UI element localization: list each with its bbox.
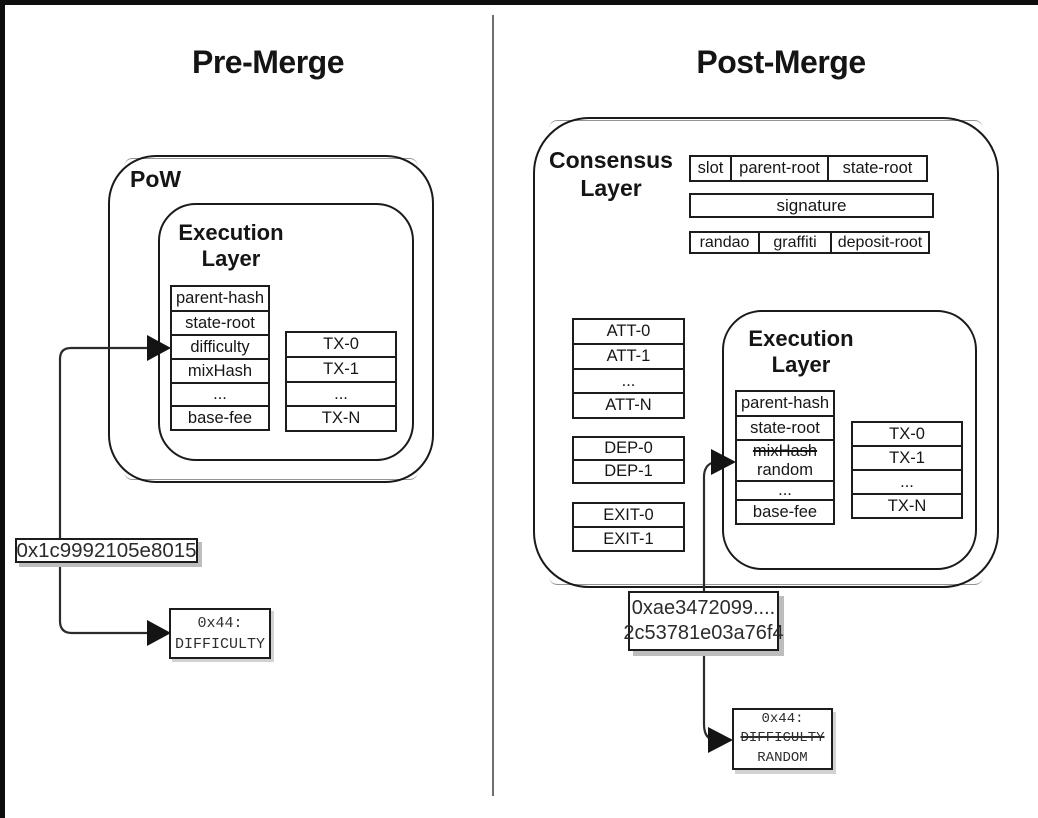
pre-storage-slot-box: 0x44: DIFFICULTY	[169, 608, 271, 659]
deposit-list: DEP-0 DEP-1	[572, 436, 685, 484]
pre-difficulty-hash-box: 0x1c9992105e8015	[15, 538, 198, 563]
beacon-header-row-2: signature	[689, 193, 934, 218]
field-deposit-root: deposit-root	[830, 231, 930, 254]
field-signature: signature	[689, 193, 934, 218]
field-difficulty: difficulty	[170, 334, 270, 360]
consensus-layer-box	[533, 117, 999, 588]
field-parent-hash: parent-hash	[170, 285, 270, 312]
field-mixhash-random: mixHash random	[735, 439, 835, 482]
post-tx-list: TX-0 TX-1 ... TX-N	[851, 421, 963, 519]
tx-item: ...	[851, 469, 963, 495]
left-border-bar	[0, 0, 5, 818]
tx-item: TX-0	[851, 421, 963, 447]
post-execution-layer-box	[722, 310, 977, 570]
post-block-header-fields: parent-hash state-root mixHash random ..…	[735, 390, 835, 525]
post-random-hash-box: 0xae3472099.... 2c53781e03a76f4	[623, 591, 784, 651]
post-merge-title: Post-Merge	[696, 44, 866, 80]
field-parent-root: parent-root	[730, 155, 829, 182]
field-state-root: state-root	[827, 155, 928, 182]
field-parent-hash: parent-hash	[735, 390, 835, 417]
field-base-fee: base-fee	[735, 499, 835, 525]
arrow-icon	[711, 449, 736, 475]
pow-label: PoW	[130, 166, 182, 192]
att-item: ATT-0	[572, 318, 685, 345]
pre-merge-title: Pre-Merge	[192, 44, 345, 80]
field-ellipsis: ...	[735, 480, 835, 501]
att-item: ATT-1	[572, 343, 685, 370]
post-execution-layer-label: Execution Layer	[748, 326, 854, 377]
exit-item: EXIT-1	[572, 526, 685, 552]
exit-item: EXIT-0	[572, 502, 685, 528]
field-mixhash: mixHash	[170, 358, 270, 384]
tx-item: ...	[285, 381, 397, 407]
tx-item: TX-0	[285, 331, 397, 358]
field-random: random	[757, 460, 813, 479]
pre-tx-list: TX-0 TX-1 ... TX-N	[285, 331, 397, 432]
beacon-header-row-3: randao graffiti deposit-root	[689, 231, 930, 254]
tx-item: TX-N	[851, 493, 963, 519]
dep-item: DEP-1	[572, 459, 685, 484]
pow-box	[108, 155, 434, 483]
field-base-fee: base-fee	[170, 405, 270, 431]
storage-value: RANDOM	[757, 749, 808, 766]
field-state-root: state-root	[170, 310, 270, 336]
arrow-icon	[147, 335, 171, 361]
storage-value: DIFFICULTY	[174, 635, 265, 653]
pre-block-header-fields: parent-hash state-root difficulty mixHas…	[170, 285, 270, 431]
field-state-root: state-root	[735, 415, 835, 441]
arrow-icon	[708, 727, 733, 753]
att-item: ...	[572, 368, 685, 394]
att-item: ATT-N	[572, 392, 685, 419]
field-mixhash-struck: mixHash	[752, 442, 818, 460]
tx-item: TX-1	[851, 445, 963, 471]
beacon-header-row-1: slot parent-root state-root	[689, 155, 928, 182]
pre-connector-line	[58, 346, 150, 635]
post-storage-slot-box: 0x44: DIFFICULTY RANDOM	[732, 708, 833, 770]
consensus-layer-label: Consensus Layer	[549, 147, 673, 201]
exit-list: EXIT-0 EXIT-1	[572, 502, 685, 552]
storage-struck-value: DIFFICULTY	[740, 730, 825, 747]
field-graffiti: graffiti	[758, 231, 832, 254]
panel-divider-line	[492, 15, 494, 796]
arrow-icon	[147, 620, 171, 646]
top-border-bar	[0, 0, 1038, 5]
storage-slot: 0x44:	[761, 710, 804, 727]
field-randao: randao	[689, 231, 760, 254]
field-slot: slot	[689, 155, 732, 182]
pre-execution-layer-box	[158, 203, 414, 461]
tx-item: TX-1	[285, 356, 397, 383]
attestation-list: ATT-0 ATT-1 ... ATT-N	[572, 318, 685, 419]
tx-item: TX-N	[285, 405, 397, 432]
dep-item: DEP-0	[572, 436, 685, 461]
field-ellipsis: ...	[170, 382, 270, 407]
storage-slot: 0x44:	[197, 614, 243, 632]
pre-execution-layer-label: Execution Layer	[178, 220, 284, 271]
